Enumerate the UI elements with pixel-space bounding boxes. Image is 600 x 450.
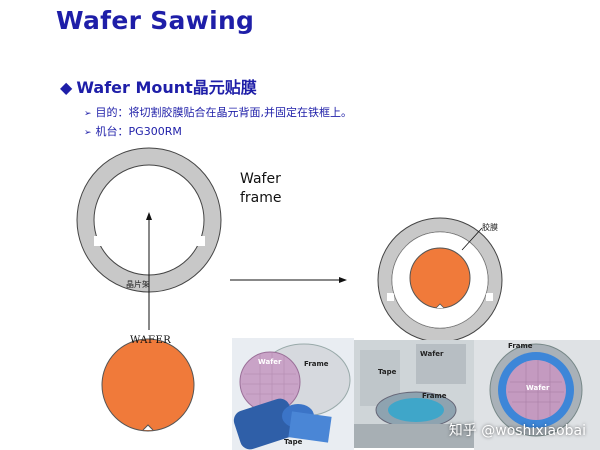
photo1-label-tape: Tape (284, 438, 303, 446)
bullet-text: 机台：PG300RM (95, 125, 182, 138)
photo-illustration-3 (474, 340, 600, 450)
right-arrow (230, 277, 347, 283)
wafer-label: WAFER (130, 335, 172, 346)
photo2-label-wafer: Wafer (420, 350, 444, 358)
bullet-text: 目的：将切割胶膜贴合在晶元背面,并固定在铁框上。 (95, 106, 353, 119)
wafer-frame-label: Wafer frame (240, 171, 282, 206)
section-heading: ◆Wafer Mount晶元贴膜 (60, 74, 257, 98)
section-heading-text: Wafer Mount晶元贴膜 (76, 78, 257, 97)
bullet-item-purpose: ➢目的：将切割胶膜贴合在晶元背面,并固定在铁框上。 (84, 104, 352, 123)
watermark: 知乎 @woshixiaobai (448, 423, 586, 439)
diamond-bullet-icon: ◆ (60, 78, 73, 97)
photo1-label-wafer: Wafer (258, 358, 282, 366)
bullet-item-machine: ➢机台：PG300RM (84, 123, 352, 142)
photo2-label-tape: Tape (378, 368, 397, 376)
holder-label: 晶片架 (126, 280, 150, 289)
photo-illustration-1 (233, 343, 351, 450)
slide-title: Wafer Sawing (56, 6, 255, 35)
photo3-label-wafer: Wafer (526, 384, 550, 392)
bullet-list: ➢目的：将切割胶膜贴合在晶元背面,并固定在铁框上。 ➢机台：PG300RM (84, 104, 352, 142)
photo-illustration-2 (354, 340, 474, 448)
arrow-bullet-icon: ➢ (84, 109, 92, 119)
photo3-label-frame: Frame (508, 342, 533, 350)
arrow-bullet-icon: ➢ (84, 128, 92, 138)
wafer-disc (101, 338, 195, 432)
film-label: 胶膜 (482, 223, 498, 232)
photo1-label-frame: Frame (304, 360, 329, 368)
photo-mounted-wafer: Frame Wafer (474, 340, 600, 450)
photo-mount-machine: Wafer Tape Frame (354, 340, 474, 448)
up-arrow (146, 212, 152, 330)
photo2-label-frame: Frame (422, 392, 447, 400)
photo-wafer-frame-tape: Wafer Frame Tape (232, 338, 354, 450)
mounted-wafer (377, 217, 503, 343)
